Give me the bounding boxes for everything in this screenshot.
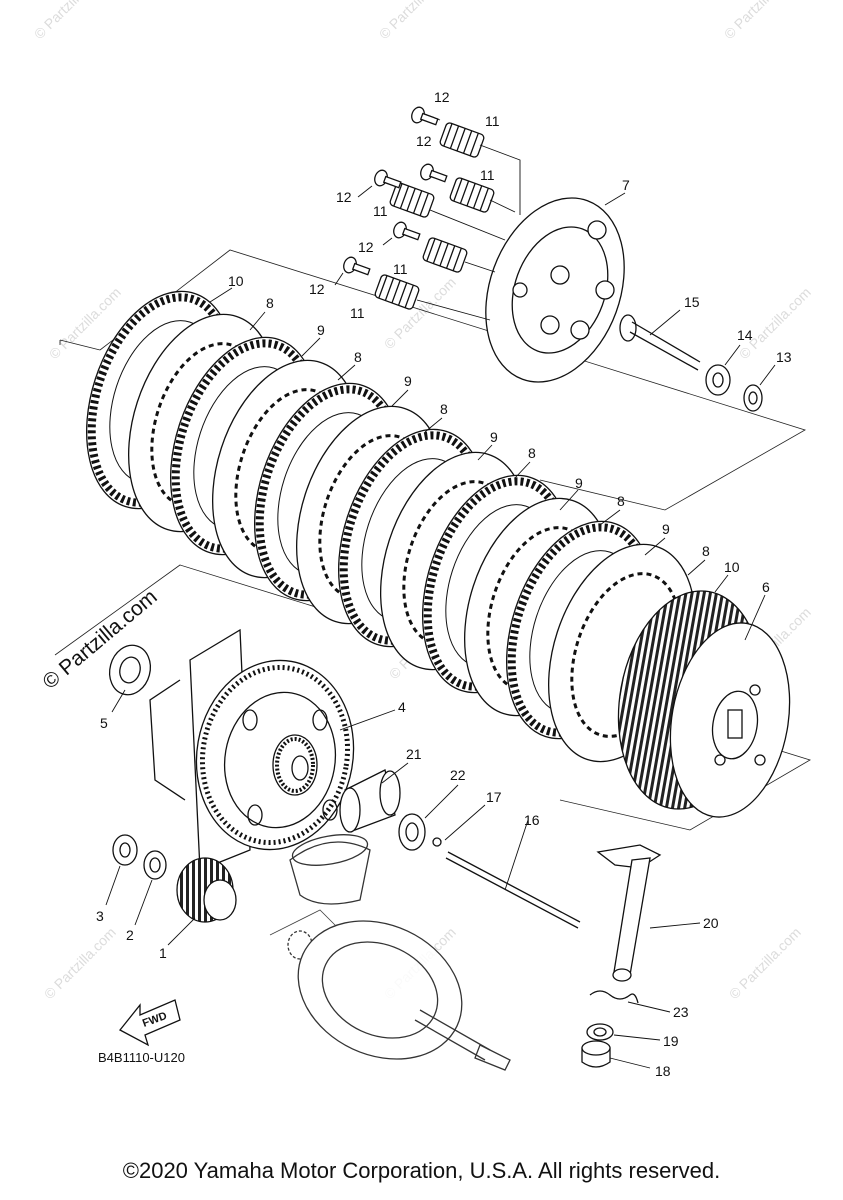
callout-13: 13 <box>776 349 792 365</box>
callout-12: 12 <box>416 133 432 149</box>
svg-text:© Partzilla.com: © Partzilla.com <box>726 924 804 1002</box>
diagram-code: B4B1110-U120 <box>98 1050 185 1065</box>
fwd-arrow-icon: FWD <box>119 999 181 1047</box>
callout-8: 8 <box>617 493 625 509</box>
callout-2: 2 <box>126 927 134 943</box>
callout-8: 8 <box>702 543 710 559</box>
svg-text:© Partzilla.com: © Partzilla.com <box>41 924 119 1002</box>
callout-9: 9 <box>662 521 670 537</box>
crankshaft <box>269 834 511 1071</box>
callout-17: 17 <box>486 789 502 805</box>
callout-18: 18 <box>655 1063 671 1079</box>
callout-6: 6 <box>762 579 770 595</box>
svg-text:© Partzilla.com: © Partzilla.com <box>31 0 109 42</box>
clutch-boss <box>617 590 791 818</box>
callout-numbers: 12 11 12 11 12 11 7 12 11 12 11 15 14 13… <box>96 89 792 1079</box>
svg-text:© Partzilla.com: © Partzilla.com <box>376 0 454 42</box>
callout-3: 3 <box>96 908 104 924</box>
callout-12: 12 <box>358 239 374 255</box>
callout-4: 4 <box>398 699 406 715</box>
callout-9: 9 <box>490 429 498 445</box>
callout-22: 22 <box>450 767 466 783</box>
copyright-notice: ©2020 Yamaha Motor Corporation, U.S.A. A… <box>122 1158 721 1183</box>
callout-8: 8 <box>266 295 274 311</box>
clutch-springs <box>374 122 521 321</box>
callout-8: 8 <box>354 349 362 365</box>
svg-text:© Partzilla.com: © Partzilla.com <box>721 0 799 42</box>
friction-plate-stack <box>85 290 697 763</box>
callout-21: 21 <box>406 746 422 762</box>
thrust-washer <box>108 644 152 696</box>
svg-text:© Partzilla.com: © Partzilla.com <box>736 284 814 362</box>
leader-lines <box>105 113 776 1069</box>
lever-small-parts <box>581 990 639 1068</box>
callout-9: 9 <box>317 322 325 338</box>
callout-12: 12 <box>434 89 450 105</box>
callout-11: 11 <box>350 305 365 321</box>
callout-5: 5 <box>100 715 108 731</box>
callout-8: 8 <box>440 401 448 417</box>
callout-14: 14 <box>737 327 753 343</box>
pressure-plate <box>485 197 625 383</box>
callout-1: 1 <box>159 945 167 961</box>
clutch-housing <box>149 628 355 871</box>
callout-23: 23 <box>673 1004 689 1020</box>
callout-8: 8 <box>528 445 536 461</box>
callout-19: 19 <box>663 1033 679 1049</box>
assembly-outlines <box>54 249 811 831</box>
callout-10: 10 <box>724 559 740 575</box>
callout-9: 9 <box>404 373 412 389</box>
callout-16: 16 <box>524 812 540 828</box>
callout-20: 20 <box>703 915 719 931</box>
push-rod-assembly <box>619 314 763 412</box>
spacer-washer-ball <box>339 769 442 851</box>
callout-11: 11 <box>373 203 388 219</box>
callout-11: 11 <box>393 261 408 277</box>
push-lever-shaft <box>596 844 662 982</box>
callout-10: 10 <box>228 273 244 289</box>
callout-11: 11 <box>485 113 500 129</box>
callout-7: 7 <box>622 177 630 193</box>
callout-11: 11 <box>480 167 495 183</box>
callout-12: 12 <box>309 281 325 297</box>
push-rod-long <box>445 851 581 929</box>
callout-9: 9 <box>575 475 583 491</box>
primary-drive-gear <box>112 834 237 923</box>
callout-15: 15 <box>684 294 700 310</box>
callout-12: 12 <box>336 189 352 205</box>
